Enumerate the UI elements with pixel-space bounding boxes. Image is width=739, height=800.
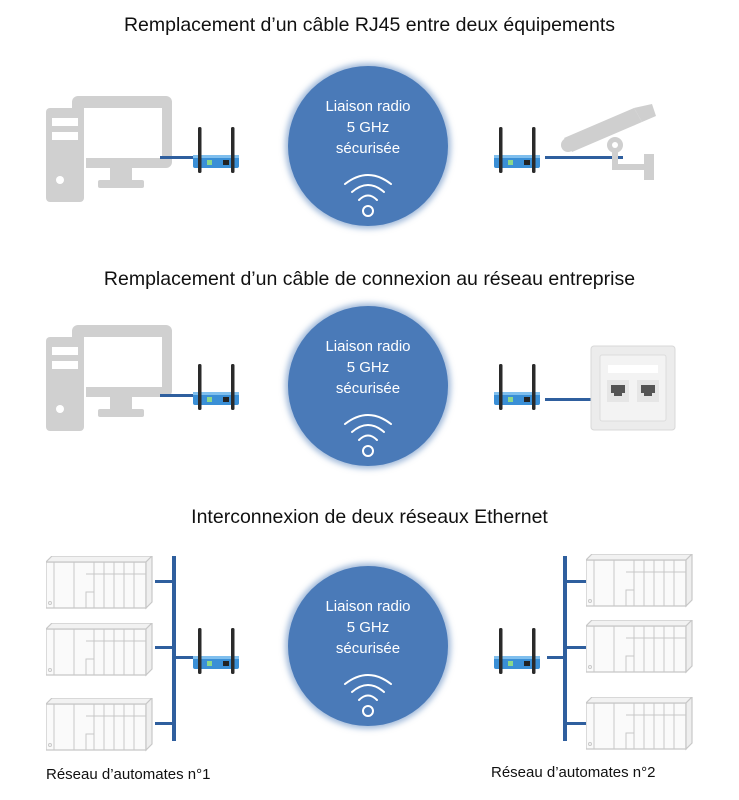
router-icon [494, 127, 540, 173]
router-icon [193, 364, 239, 410]
wifi-icon [344, 174, 392, 217]
radio-link-bubble: Liaison radio 5 GHz sécurisée [288, 66, 448, 226]
radio-link-bubble: Liaison radio 5 GHz sécurisée [288, 306, 448, 466]
plc-icon [586, 620, 693, 673]
link-line-3: sécurisée [335, 140, 401, 157]
link-line-2: 5 GHz [346, 119, 390, 136]
rj45-wall-socket-icon [590, 345, 676, 431]
section-3-title: Interconnexion de deux réseaux Ethernet [191, 506, 548, 528]
plc-icon [46, 556, 153, 609]
router-icon [193, 127, 239, 173]
wifi-icon [344, 414, 392, 457]
bus-drop [155, 722, 173, 725]
ethernet-bus [172, 556, 176, 741]
section-1-title: Remplacement d’un câble RJ45 entre deux … [123, 14, 616, 36]
bus-drop [155, 580, 173, 583]
link-line-1: Liaison radio [325, 598, 411, 615]
ethernet-bus [563, 556, 567, 741]
ethernet-cable [545, 398, 593, 401]
link-line-1: Liaison radio [325, 98, 411, 115]
bus-drop [566, 646, 586, 649]
bus-drop [566, 580, 586, 583]
ethernet-cable [160, 394, 196, 397]
network-2-label: Réseau d’automates n°2 [491, 764, 656, 781]
router-icon [494, 628, 540, 674]
bus-drop [175, 656, 193, 659]
bus-drop [547, 656, 565, 659]
radio-link-bubble: Liaison radio 5 GHz sécurisée [288, 566, 448, 726]
bus-drop [155, 646, 173, 649]
router-icon [193, 628, 239, 674]
link-line-3: sécurisée [335, 640, 401, 657]
ethernet-cable [160, 156, 196, 159]
link-line-2: 5 GHz [346, 619, 390, 636]
link-line-1: Liaison radio [325, 338, 411, 355]
computer-icon [46, 325, 172, 431]
surveillance-camera-icon [561, 104, 656, 180]
network-1-label: Réseau d’automates n°1 [46, 766, 211, 783]
plc-icon [586, 554, 693, 607]
link-line-3: sécurisée [335, 380, 401, 397]
plc-icon [46, 698, 153, 751]
bus-drop [566, 722, 586, 725]
wifi-icon [344, 674, 392, 717]
plc-icon [586, 697, 693, 750]
section-2-title: Remplacement d’un câble de connexion au … [103, 268, 636, 290]
link-line-2: 5 GHz [346, 359, 390, 376]
plc-icon [46, 623, 153, 676]
router-icon [494, 364, 540, 410]
ethernet-cable [545, 156, 623, 159]
computer-icon [46, 96, 172, 202]
